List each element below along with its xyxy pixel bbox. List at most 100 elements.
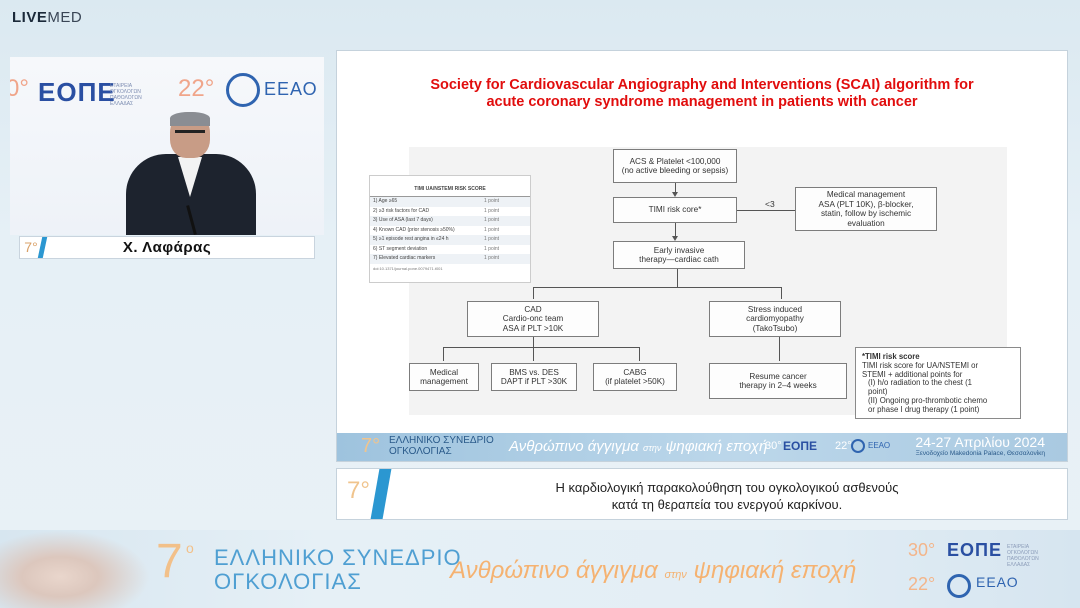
- row-points: 1 point: [484, 198, 500, 204]
- banner-conf-line1: ΕΛΛΗΝΙΚΟ ΣΥΝΕΔΡΙΟ: [214, 545, 462, 570]
- connector: [443, 347, 444, 361]
- connector: [675, 183, 676, 195]
- backdrop-logos: 0° ΕΟΠΕ ΕΤΑΙΡΕΙΑ ΟΓΚΟΛΟΓΩΝ ΠΑΘΟΛΟΓΩΝ ΕΛΛ…: [10, 71, 324, 111]
- connector: [533, 287, 781, 288]
- slide-footer-banner: 7° ΕΛΛΗΝΙΚΟ ΣΥΝΕΔΡΙΟ ΟΓΚΟΛΟΓΙΑΣ Ανθρώπιν…: [337, 433, 1067, 461]
- row-points: 1 point: [484, 226, 500, 233]
- cad-line1: CAD: [524, 304, 542, 314]
- cabg-line1: CABG: [623, 367, 647, 377]
- speaker-hair: [170, 112, 210, 126]
- eope-logo: ΕΟΠΕ: [38, 77, 116, 107]
- cad-box: CAD Cardio-onc team ASA if PLT >10K: [467, 301, 599, 337]
- stress-line2: cardiomyopathy: [746, 314, 804, 324]
- speaker-glasses: [175, 130, 205, 136]
- footer-seven-mark: 7°: [361, 435, 381, 457]
- row-label: 1) Age ≥65: [373, 198, 398, 204]
- stress-cardiomyopathy-box: Stress induced cardiomyopathy (TakoTsubo…: [709, 301, 841, 337]
- backdrop-number-left: 0°: [10, 75, 29, 102]
- connector: [639, 347, 640, 361]
- bms-line2: DAPT if PLT >30K: [500, 377, 568, 386]
- row-points: 1 point: [484, 217, 500, 223]
- banner-eeao-logo: ΕΕΑΟ: [976, 574, 1019, 590]
- mm-line4: evaluation: [847, 218, 885, 228]
- conference-banner: 7 ο ΕΛΛΗΝΙΚΟ ΣΥΝΕΔΡΙΟ ΟΓΚΟΛΟΓΙΑΣ Ανθρώπι…: [0, 530, 1080, 608]
- connector: [443, 347, 639, 348]
- medical-box: Medical management: [409, 363, 479, 391]
- connector: [533, 337, 534, 347]
- connector: [737, 210, 795, 211]
- banner-tag-a: Ανθρώπινο άγγιγμα: [450, 557, 665, 584]
- slide-title-line1: Society for Cardiovascular Angiography a…: [430, 77, 974, 93]
- row-label: 3) Use of ASA (last 7 days): [373, 217, 433, 223]
- connector: [675, 223, 676, 239]
- cabg-line2: (if platelet >50K): [605, 377, 665, 386]
- connector: [677, 269, 678, 287]
- early-line2: therapy—cardiac cath: [639, 255, 719, 264]
- acs-box: ACS & Platelet <100,000 (no active bleed…: [613, 149, 737, 183]
- table-row: 3) Use of ASA (last 7 days) 1 point: [370, 216, 530, 226]
- timi-note-line: point): [868, 387, 888, 397]
- footer-22: 22°: [835, 440, 852, 452]
- slide-title-line2: acute coronary syndrome management in pa…: [486, 94, 918, 110]
- banner-eope-subtitle: ΕΤΑΙΡΕΙΑ ΟΓΚΟΛΟΓΩΝ ΠΑΘΟΛΟΓΩΝ ΕΛΛΑΔΑΣ: [1007, 544, 1039, 568]
- bms-line1: BMS vs. DES: [509, 367, 559, 377]
- timi-note-title: *TIMI risk score: [862, 352, 920, 361]
- row-label: 6) ST segment deviation: [373, 245, 428, 252]
- connector: [533, 287, 534, 299]
- presentation-slide: Society for Cardiovascular Angiography a…: [336, 50, 1068, 462]
- row-points: 1 point: [484, 236, 500, 242]
- footer-30: 30°: [765, 440, 782, 452]
- row-label: 7) Elevated cardiac markers: [373, 255, 436, 261]
- eeao-logo: ΕΕΑΟ: [264, 79, 318, 99]
- stress-line1: Stress induced: [747, 304, 803, 314]
- connector: [533, 347, 534, 361]
- cabg-box: CABG (if platelet >50K): [593, 363, 677, 391]
- banner-tag-c: ψηφιακή εποχή: [686, 557, 857, 584]
- timi-note-line: or phase I drug therapy (1 point): [868, 404, 980, 414]
- footer-tag-a: Ανθρώπινο άγγιγμα: [509, 438, 639, 455]
- medical-line1: Medical: [429, 367, 459, 377]
- slide-title: Society for Cardiovascular Angiography a…: [337, 77, 1067, 111]
- timi-risk-table: TIMI UA/NSTEMI RISK SCORE 1) Age ≥65 1 po…: [369, 175, 531, 283]
- timi-note-line: (II) Ongoing pro-thrombotic chemo: [868, 395, 988, 405]
- row-points: 1 point: [484, 255, 500, 261]
- connector: [781, 287, 782, 299]
- talk-caption: 7° Η καρδιολογική παρακολούθηση του ογκο…: [336, 468, 1068, 520]
- table-row: 5) ≥1 episode rest angina in ≤24 h 1 poin…: [370, 235, 530, 245]
- early-line1: Early invasive: [653, 245, 705, 255]
- medical-line2: management: [420, 377, 468, 386]
- mm-line2: ASA (PLT 10K), β-blocker,: [818, 199, 914, 209]
- footer-tag-b: στην: [643, 443, 662, 453]
- bms-des-box: BMS vs. DES DAPT if PLT >30K: [491, 363, 577, 391]
- banner-tag-b: στην: [664, 569, 687, 581]
- table-row: 4) Known CAD (prior stenosis ≥50%)1 poin…: [370, 226, 530, 236]
- connector: [779, 337, 780, 361]
- threshold-label: <3: [765, 199, 775, 209]
- hands-image: [0, 530, 150, 608]
- conference-mark-icon: 7°: [24, 239, 38, 255]
- resume-line2: therapy in 2–4 weeks: [739, 381, 817, 390]
- resume-line1: Resume cancer: [749, 371, 807, 381]
- eope-logo-subtitle: ΕΤΑΙΡΕΙΑ ΟΓΚΟΛΟΓΩΝ ΠΑΘΟΛΟΓΩΝ ΕΛΛΑΔΑΣ: [110, 83, 142, 107]
- banner-conf-line2: ΟΓΚΟΛΟΓΙΑΣ: [214, 569, 362, 594]
- banner-conference-name: ΕΛΛΗΝΙΚΟ ΣΥΝΕΔΡΙΟ ΟΓΚΟΛΟΓΙΑΣ: [214, 546, 462, 594]
- table-row: 7) Elevated cardiac markers 1 point: [370, 254, 530, 264]
- footer-conference-name: ΕΛΛΗΝΙΚΟ ΣΥΝΕΔΡΙΟ ΟΓΚΟΛΟΓΙΑΣ: [389, 435, 494, 457]
- footer-eope-logo: ΕΟΠΕ: [783, 439, 818, 453]
- footer-venue: Ξενοδοχείο Makedonia Palace, Θεσσαλονίκη: [915, 450, 1045, 457]
- footer-tagline: Ανθρώπινο άγγιγμα στην ψηφιακή εποχή: [509, 438, 767, 455]
- banner-eope-logo: ΕΟΠΕ: [947, 540, 1003, 560]
- caption-text: Η καρδιολογική παρακολούθηση του ογκολογ…: [397, 479, 1057, 513]
- table-row: 1) Age ≥65 1 point: [370, 197, 530, 207]
- cad-line3: ASA if PLT >10K: [502, 323, 564, 333]
- footer-tag-c: ψηφιακή εποχή: [665, 438, 768, 455]
- timi-note-line: (I) h/o radiation to the chest (1: [868, 378, 973, 388]
- banner-seven: 7: [156, 535, 183, 588]
- acs-line2: (no active bleeding or sepsis): [621, 166, 729, 175]
- mm-line1: Medical management: [826, 190, 906, 199]
- row-label: 5) ≥1 episode rest angina in ≤24 h: [373, 236, 449, 242]
- banner-22: 22°: [908, 574, 936, 594]
- timi-table-title: TIMI UA/NSTEMI RISK SCORE: [370, 176, 530, 197]
